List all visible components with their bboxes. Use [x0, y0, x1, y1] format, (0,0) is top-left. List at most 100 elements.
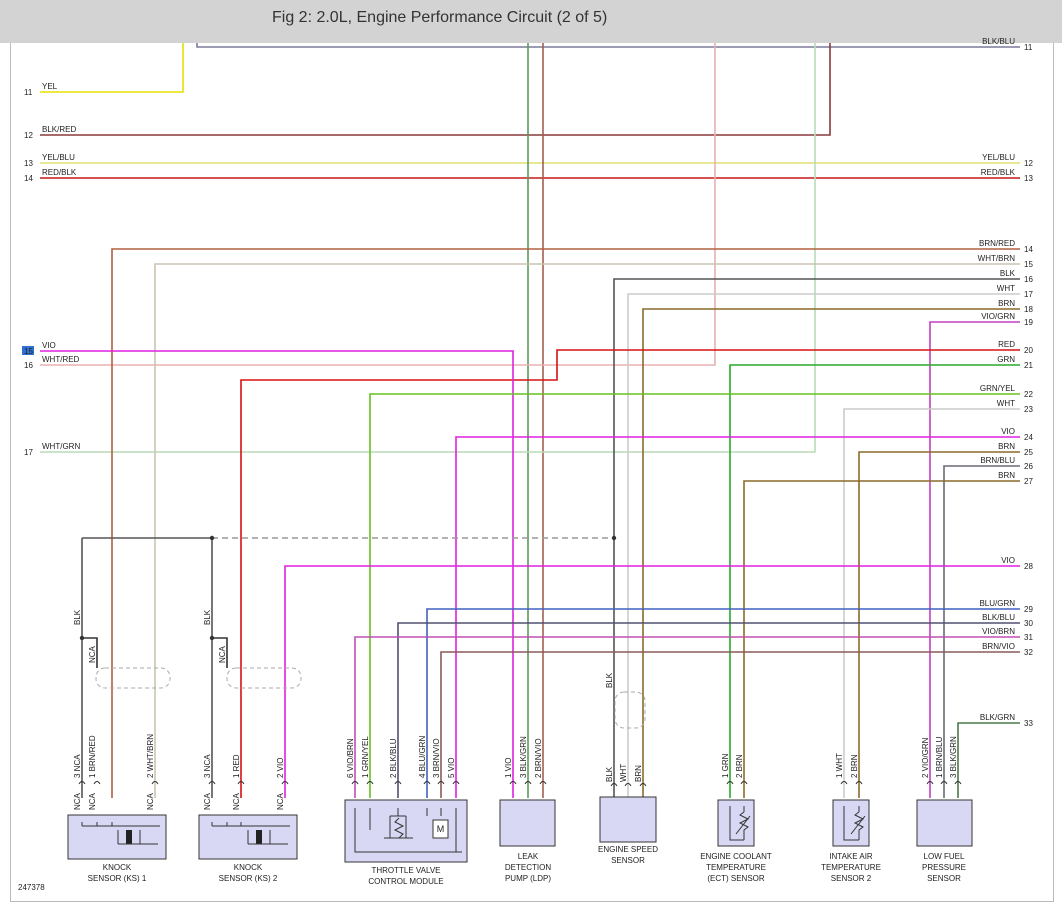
- connector-pin: [740, 781, 748, 785]
- right-wire-label: BRN: [998, 471, 1015, 480]
- iat-sensor-2: INTAKE AIR TEMPERATURE SENSOR 2: [821, 799, 881, 883]
- right-wire-num: 28: [1024, 562, 1033, 571]
- wire-brn-vio-32: [440, 651, 1020, 798]
- ks2-bottom-label: NCA: [203, 792, 212, 810]
- ess-shield: [614, 691, 646, 729]
- left-wire-num: 17: [24, 448, 33, 457]
- ldp-name-3: PUMP (LDP): [505, 874, 551, 883]
- connector-pin: [954, 781, 962, 785]
- title-bar: Fig 2: 2.0L, Engine Performance Circuit …: [0, 0, 1062, 43]
- engine-speed-sensor: ENGINE SPEED SENSOR: [598, 796, 658, 865]
- tvcm-pin-label: 1 GRN/YEL: [361, 736, 370, 778]
- right-wire-label: BRN/RED: [979, 239, 1015, 248]
- right-wire-label: BLU/GRN: [979, 599, 1015, 608]
- right-wire-num: 31: [1024, 633, 1033, 642]
- right-wire-label: VIO: [1001, 427, 1015, 436]
- tvcm-pin-label: 4 BLU/GRN: [418, 736, 427, 778]
- left-wire-label: WHT/RED: [42, 355, 80, 364]
- knock-sensor-2: KNOCK SENSOR (KS) 2: [198, 814, 298, 883]
- connector-pin: [208, 781, 216, 785]
- lfps-name-1: LOW FUEL: [924, 852, 965, 861]
- tvcm-pin-label: 6 VIO/BRN: [346, 738, 355, 778]
- wire-wht-red-16: [40, 43, 716, 366]
- junction-dots: [79, 535, 617, 641]
- right-wire-num: 15: [1024, 260, 1033, 269]
- connector-pin: [423, 781, 431, 785]
- wire-grn-21: [729, 364, 1020, 798]
- connector-pin: [539, 781, 547, 785]
- connector-pin: [610, 783, 618, 787]
- wire-ks2-nca-stub: [212, 637, 228, 668]
- ess-pin-label: WHT: [619, 764, 628, 782]
- knock-sensor-1: KNOCK SENSOR (KS) 1: [67, 814, 167, 883]
- ks1-blk-label: BLK: [73, 609, 82, 625]
- lfps-pin-label: 3 BLK/GRN: [949, 736, 958, 778]
- connector-pin: [366, 781, 374, 785]
- right-wire-num: 27: [1024, 477, 1033, 486]
- ldp-name-2: DETECTION: [505, 863, 551, 872]
- wire-vio-28: [284, 565, 1020, 798]
- ect-name-2: TEMPERATURE: [706, 863, 766, 872]
- right-wire-label: BLK/GRN: [980, 713, 1015, 722]
- ks2-pin-label: 2 VIO: [276, 758, 285, 778]
- left-wire-num: 14: [24, 174, 33, 183]
- right-wire-num: 12: [1024, 159, 1033, 168]
- right-wire-label: RED: [998, 340, 1015, 349]
- ect-pin-label: 2 BRN: [735, 754, 744, 778]
- ks1-pin-label: 3 NCA: [73, 754, 82, 778]
- ks1-bottom-label: NCA: [88, 792, 97, 810]
- wire-vio-15: [40, 350, 514, 798]
- wire-wht-17: [627, 293, 1020, 798]
- connector-pin: [437, 781, 445, 785]
- right-wire-label: WHT/BRN: [978, 254, 1016, 263]
- wire-wht-grn-17: [40, 43, 816, 453]
- right-wire-num: 20: [1024, 346, 1033, 355]
- ldp-name-1: LEAK: [518, 852, 539, 861]
- ks1-shield: [95, 667, 171, 689]
- right-wire-num: 29: [1024, 605, 1033, 614]
- right-wire-num: 16: [1024, 275, 1033, 284]
- right-wire-label: VIO/BRN: [982, 627, 1015, 636]
- connector-pin: [237, 781, 245, 785]
- lfps-pin-label: 2 VIO/GRN: [921, 737, 930, 778]
- document-id: 247378: [18, 883, 45, 892]
- connector-pin: [926, 781, 934, 785]
- tvcm-pin-label: 2 BLK/BLU: [389, 738, 398, 778]
- left-wire-num: 11: [24, 88, 33, 97]
- iat-name-3: SENSOR 2: [831, 874, 872, 883]
- ect-pin-label: 1 GRN: [721, 753, 730, 778]
- left-wire-num: 16: [24, 361, 33, 370]
- right-wire-num: 18: [1024, 305, 1033, 314]
- right-wire-label: BLK/BLU: [982, 37, 1015, 46]
- connector-pin: [524, 781, 532, 785]
- ks1-bottom-label: NCA: [146, 792, 155, 810]
- right-wire-num: 19: [1024, 318, 1033, 327]
- wire-blk-grn-33: [957, 722, 1020, 798]
- left-wire-num: 15: [24, 347, 33, 356]
- ks2-pin-label: 1 RED: [232, 754, 241, 778]
- right-wire-label: GRN: [997, 355, 1015, 364]
- ect-name-1: ENGINE COOLANT: [700, 852, 772, 861]
- ks2-name-1: KNOCK: [234, 863, 263, 872]
- lfps-name-2: PRESSURE: [922, 863, 966, 872]
- wire-brn-blu-26: [943, 465, 1020, 798]
- diagram-frame: [10, 43, 1054, 902]
- left-wire-label: RED/BLK: [42, 168, 77, 177]
- right-wire-label: BLK: [1000, 269, 1016, 278]
- connector-pin: [394, 781, 402, 785]
- connector-pin: [151, 781, 159, 785]
- ks1-pin-label: 2 WHT/BRN: [146, 734, 155, 778]
- connector-pin: [351, 781, 359, 785]
- ks1-bottom-label: NCA: [73, 792, 82, 810]
- wire-brn-red-14: [111, 248, 1020, 798]
- right-wire-label: BRN: [998, 299, 1015, 308]
- ks1-nca-label: NCA: [88, 645, 97, 663]
- right-wire-label: GRN/YEL: [980, 384, 1016, 393]
- right-wire-label: BRN: [998, 442, 1015, 451]
- wire-vio-grn-19: [929, 321, 1020, 798]
- right-wire-num: 21: [1024, 361, 1033, 370]
- right-wire-label: BLK/BLU: [982, 613, 1015, 622]
- iat-name-2: TEMPERATURE: [821, 863, 881, 872]
- left-wire-label: YEL/BLU: [42, 153, 75, 162]
- left-wire-label: WHT/GRN: [42, 442, 80, 451]
